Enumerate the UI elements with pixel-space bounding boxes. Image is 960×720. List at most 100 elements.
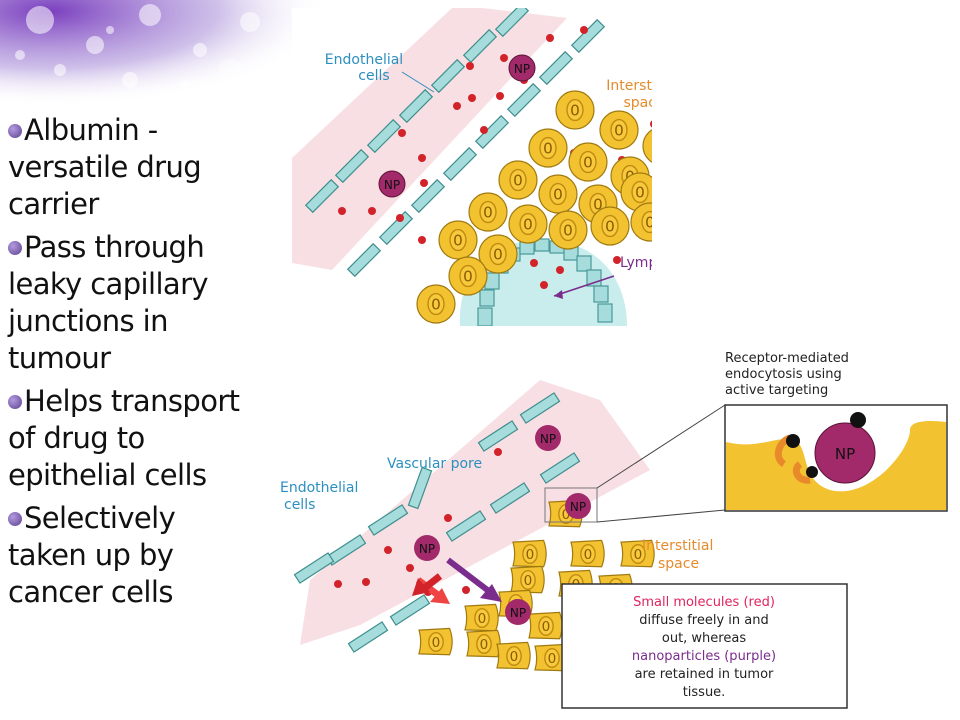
nanoparticle: NP: [378, 170, 406, 198]
tumor-cell: 0: [466, 629, 501, 658]
caption-text: out, whereas: [662, 631, 746, 646]
cell-nucleus-label: 0: [526, 547, 535, 563]
pointer-line: [401, 71, 435, 93]
svg-text:NP: NP: [570, 500, 586, 514]
bullet-marker-icon: [8, 395, 22, 409]
cell-nucleus-label: 0: [510, 649, 519, 665]
cell-nucleus: [544, 647, 560, 669]
cell-nucleus: [538, 615, 554, 637]
cell-nucleus: [580, 543, 596, 565]
cell-nucleus-label: 0: [523, 216, 533, 234]
caption-text: are retained in tumor: [635, 667, 774, 682]
receptor-label: Receptor-mediated: [725, 351, 849, 366]
bullet-marker-icon: [8, 124, 22, 138]
tumor-cell: 0: [620, 172, 652, 212]
cell-nucleus-label: 0: [553, 186, 563, 204]
cell-nucleus-label: 0: [593, 196, 603, 214]
tumor-cell: 0: [510, 565, 545, 594]
cell-nucleus: [449, 228, 467, 252]
cell-nucleus: [522, 543, 538, 565]
tumor-cell: 0: [642, 129, 652, 163]
cell-nucleus-label: 0: [524, 573, 533, 589]
receptor-inset: NP: [724, 404, 948, 512]
cell-nucleus-label: 0: [635, 184, 645, 202]
endothelial-cells-label: Endothelial: [325, 52, 403, 68]
cell-nucleus-label: 0: [543, 140, 553, 158]
tumor-cell: 0: [512, 539, 547, 568]
tumor-cell: 0: [599, 110, 639, 150]
cell-nucleus: [506, 645, 522, 667]
bullet-text: of drug to: [8, 421, 145, 455]
svg-text:NP: NP: [419, 542, 435, 556]
cell-nucleus-label: 0: [634, 547, 643, 563]
caption-text: tissue.: [683, 685, 726, 700]
bullet-text: epithelial cells: [8, 458, 207, 492]
cell-nucleus: [479, 200, 497, 224]
bullet-text: leaky capillary: [8, 267, 209, 301]
interstitial-space-label: Interstitial: [642, 538, 713, 554]
svg-text:NP: NP: [514, 62, 530, 76]
bullet-text: tumour: [8, 341, 111, 375]
cell-nucleus-label: 0: [493, 246, 503, 264]
cell-nucleus: [476, 633, 492, 655]
bokeh-dots: [15, 4, 260, 90]
tumor-cell: 0: [630, 202, 652, 242]
cell-nucleus: [427, 292, 445, 316]
cell-nucleus: [539, 136, 557, 160]
bullet-item: Albumin - versatile drug carrier: [8, 112, 293, 223]
cell-nucleus: [474, 607, 490, 629]
caption-text: Small molecules (red): [633, 595, 775, 610]
tumor-cell: 0: [538, 174, 578, 214]
svg-text:NP: NP: [510, 606, 526, 620]
endothelial-cells-label: cells: [284, 497, 315, 513]
passive-diffusion-figure: NP NP 00000000000000000000 Endothelial c…: [292, 8, 652, 326]
cell-nucleus-label: 0: [584, 547, 593, 563]
svg-text:NP: NP: [540, 432, 556, 446]
cell-nucleus-label: 0: [513, 172, 523, 190]
cell-nucleus-label: 0: [562, 507, 571, 523]
cell-nucleus-label: 0: [431, 296, 441, 314]
tumor-cell: 0: [590, 206, 630, 246]
cell-nucleus: [509, 168, 527, 192]
cell-nucleus-label: 0: [542, 619, 551, 635]
tumor-cell: 0: [508, 204, 548, 244]
bullet-text: Helps transport: [24, 384, 240, 418]
endothelial-cells: [293, 392, 581, 653]
tumor-cell: 0: [478, 234, 518, 274]
cell-nucleus: [610, 118, 628, 142]
bullet-item: Helps transport of drug to epithelial ce…: [8, 383, 293, 494]
tumor-cell: 0: [416, 284, 456, 324]
bullet-item: Selectively taken up by cancer cells: [8, 500, 293, 611]
blood-vessel: [300, 380, 650, 645]
diffusion-arrows: [412, 557, 502, 604]
cell-nucleus-label: 0: [548, 651, 557, 667]
cell-nucleus: [459, 264, 477, 288]
vascular-pore-label: Vascular pore: [387, 456, 482, 472]
cell-nucleus-label: 0: [483, 204, 493, 222]
endothelial-cells-label: Endothelial: [280, 480, 358, 496]
arrow-head-icon: [554, 290, 563, 299]
receptor-label: active targeting: [725, 383, 828, 398]
svg-text:NP: NP: [384, 178, 400, 192]
cell-nucleus-label: 0: [563, 222, 573, 240]
nanoparticle: NP: [508, 54, 536, 82]
lymphoduct-arrow: [553, 275, 615, 297]
cell-nucleus: [428, 631, 444, 653]
bullet-text: Selectively: [24, 501, 176, 535]
cell-nucleus: [549, 182, 567, 206]
bullet-text: cancer cells: [8, 575, 173, 609]
nanoparticle: NP: [505, 599, 531, 625]
zoom-source-box: [544, 487, 598, 523]
arrow-head-icon: [480, 584, 502, 602]
svg-text:NP: NP: [835, 445, 855, 463]
tumor-cell: 0: [438, 220, 478, 260]
interstitial-space-label: space: [623, 95, 652, 111]
tumor-cell: 0: [534, 643, 569, 672]
tumor-cell: 0: [570, 539, 605, 568]
endothelial-cells: [304, 8, 606, 278]
bullet-text: taken up by: [8, 538, 174, 572]
nanoparticle: NP: [565, 493, 591, 519]
bullet-list: Albumin - versatile drug carrier Pass th…: [8, 112, 293, 617]
